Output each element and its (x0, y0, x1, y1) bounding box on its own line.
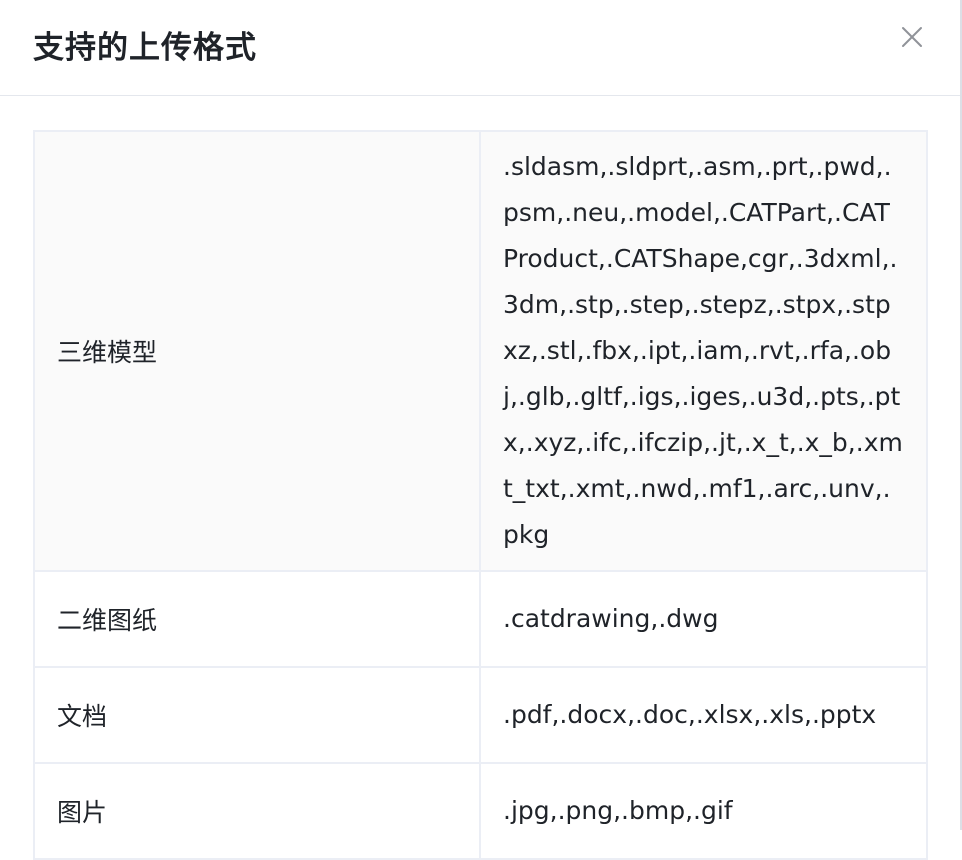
dialog-title: 支持的上传格式 (33, 30, 257, 66)
table-row: 图片 .jpg,.png,.bmp,.gif (33, 762, 928, 860)
table-row: 二维图纸 .catdrawing,.dwg (33, 570, 928, 668)
table-row: 文档 .pdf,.docx,.doc,.xlsx,.xls,.pptx (33, 666, 928, 764)
formats-table: 三维模型 .sldasm,.sldprt,.asm,.prt,.pwd,.psm… (33, 130, 928, 860)
format-extensions-cell: .catdrawing,.dwg (479, 570, 928, 668)
format-type-cell: 三维模型 (33, 130, 481, 572)
format-type-cell: 二维图纸 (33, 570, 481, 668)
dialog-body: 三维模型 .sldasm,.sldprt,.asm,.prt,.pwd,.psm… (33, 130, 928, 860)
format-extensions-cell: .jpg,.png,.bmp,.gif (479, 762, 928, 860)
close-icon (902, 27, 922, 47)
table-row: 三维模型 .sldasm,.sldprt,.asm,.prt,.pwd,.psm… (33, 130, 928, 572)
close-button[interactable] (897, 22, 927, 52)
format-extensions-cell: .sldasm,.sldprt,.asm,.prt,.pwd,.psm,.neu… (479, 130, 928, 572)
format-type-cell: 图片 (33, 762, 481, 860)
format-extensions-cell: .pdf,.docx,.doc,.xlsx,.xls,.pptx (479, 666, 928, 764)
format-type-cell: 文档 (33, 666, 481, 764)
dialog-header: 支持的上传格式 (0, 0, 960, 96)
